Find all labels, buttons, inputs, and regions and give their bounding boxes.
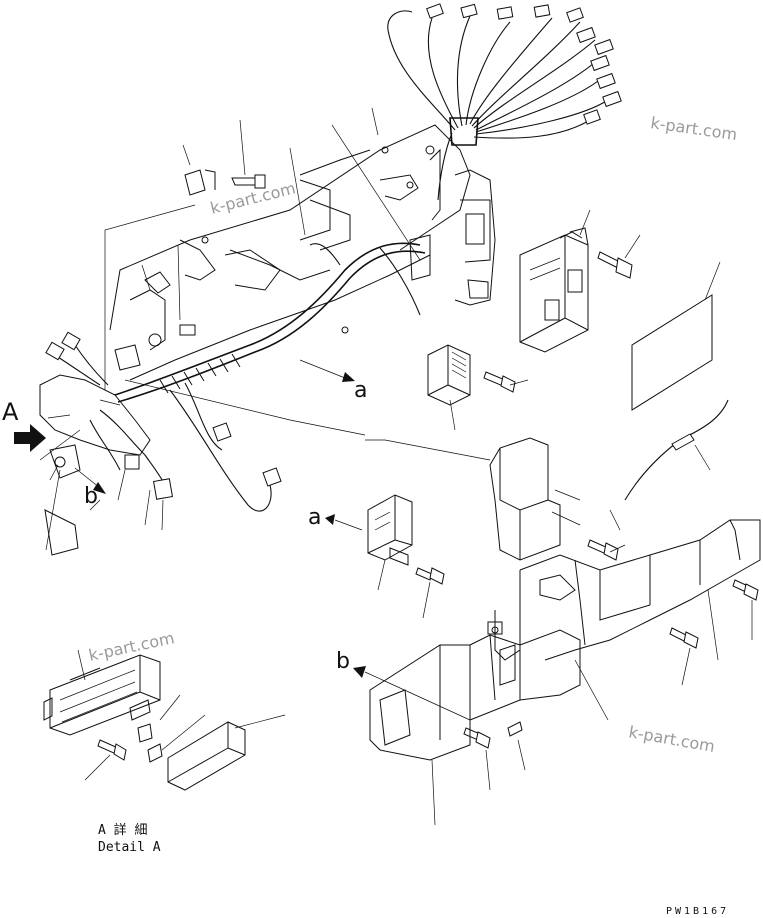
view-label-b-main: b [84,484,98,509]
relay-block [427,344,516,406]
detail-caption-english: Detail A [98,840,161,855]
view-arrow-A [14,424,46,452]
floor-frame-plate [109,124,471,381]
view-arrow-b-detail [353,666,471,721]
view-label-a-detail: a [308,505,321,530]
controller-unit [519,227,589,353]
watermark-top-right: k-part.com [649,113,738,144]
lower-duct-assembly [369,621,581,761]
view-label-a-main: a [354,378,367,403]
controller-bolt [597,251,633,279]
beam-bolts [463,539,759,749]
leader-lines [39,107,753,826]
fuse-box [367,494,445,585]
structural-beam [489,437,761,661]
detail-caption-japanese: A 詳 細 [98,822,147,838]
drawing-code: PW1B167 [666,906,729,917]
view-label-b-detail: b [336,649,350,674]
right-cable [624,399,729,501]
view-arrow-b-main [74,467,106,494]
view-label-A: A [2,398,19,426]
small-tag [507,721,523,737]
view-arrow-a-detail [325,514,363,531]
view-arrow-a-main [299,359,355,382]
right-bracket-assembly [409,148,496,306]
top-harness-bundle [387,3,622,201]
watermark-bottom-right: k-part.com [627,722,716,756]
left-harness-cluster [39,169,266,556]
decal-sheet [631,294,713,411]
harness-routing-lines [99,204,491,461]
main-harness [114,242,426,512]
detail-a-connector-view [43,649,286,791]
